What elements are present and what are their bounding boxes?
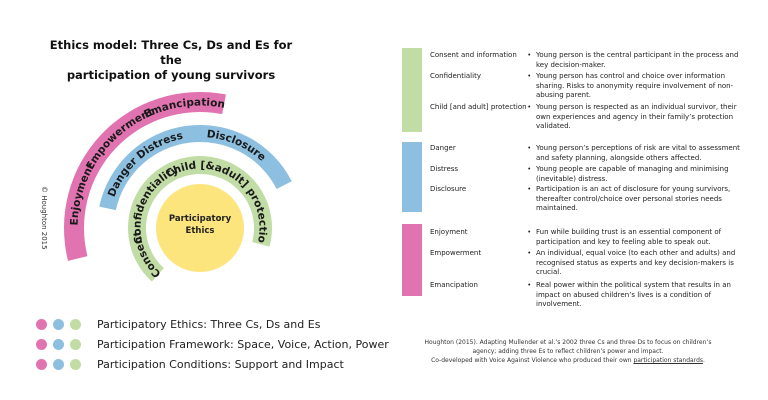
footnote-line-3-end: . xyxy=(703,357,705,364)
participatory-ethics-circle xyxy=(156,184,244,272)
distress-arc xyxy=(99,124,292,211)
pink-dot xyxy=(36,318,47,330)
desc-child-protection: Young person is respected as an individu… xyxy=(536,103,748,132)
legend-text-framework: Participation Framework: Space, Voice, A… xyxy=(97,337,389,351)
bullet: • xyxy=(528,52,531,59)
ethics-arc-diagram: EnjoymentEmpowermentEmancipationDangerDi… xyxy=(0,0,292,282)
desc-line: involvement. xyxy=(536,300,582,308)
empowerment-arc xyxy=(63,91,226,261)
green-band xyxy=(402,48,422,132)
footnote: Houghton (2015). Adapting Mullender et a… xyxy=(418,338,718,365)
desc-line: Fun while building trust is an essential… xyxy=(536,228,722,236)
pink-band xyxy=(402,224,422,296)
desc-danger: Young person’s perceptions of risk are v… xyxy=(536,144,748,163)
green-dot xyxy=(70,358,81,370)
bullet: • xyxy=(528,145,531,152)
term-child-protection: Child [and adult] protection xyxy=(430,103,527,111)
center-label-line-1: Participatory xyxy=(169,214,232,224)
legend-text-ethics: Participatory Ethics: Three Cs, Ds and E… xyxy=(97,317,321,331)
diagram-title: Ethics model: Three Cs, Ds and Es for th… xyxy=(40,38,302,83)
desc-line: sharing. Risks to anonymity require invo… xyxy=(536,81,734,90)
bullet: • xyxy=(528,250,531,257)
term-empowerment: Empowerment xyxy=(430,249,482,257)
term-enjoyment: Enjoyment xyxy=(430,228,468,236)
legend: Participatory Ethics: Three Cs, Ds and E… xyxy=(36,314,389,374)
footnote-line-3: Co-developed with Voice Against Violence… xyxy=(418,356,718,365)
desc-line: (inevitable) distress. xyxy=(536,174,608,183)
desc-empowerment: An individual, equal voice (to each othe… xyxy=(536,249,748,278)
blue-dot xyxy=(53,338,64,350)
desc-disclosure: Participation is an act of disclosure fo… xyxy=(536,185,748,214)
title-line-1: Ethics model: Three Cs, Ds and Es for th… xyxy=(49,38,293,67)
title-line-2: participation of young survivors xyxy=(66,68,276,82)
legend-row-framework: Participation Framework: Space, Voice, A… xyxy=(36,334,389,354)
legend-row-ethics: Participatory Ethics: Three Cs, Ds and E… xyxy=(36,314,389,334)
blue-band xyxy=(402,142,422,212)
desc-confidentiality: Young person has control and choice over… xyxy=(536,72,748,101)
bullet: • xyxy=(528,229,531,236)
bullet: • xyxy=(528,166,531,173)
desc-line: Young person’s perceptions of risk are v… xyxy=(536,144,740,152)
term-emancipation: Emancipation xyxy=(430,281,478,289)
term-disclosure: Disclosure xyxy=(430,185,467,193)
desc-line: An individual, equal voice (to each othe… xyxy=(536,249,736,257)
desc-distress: Young people are capable of managing and… xyxy=(536,165,748,184)
term-distress: Distress xyxy=(430,165,459,173)
footnote-line-1: Houghton (2015). Adapting Mullender et a… xyxy=(424,339,712,346)
copyright-label: © Houghton 2015 xyxy=(40,186,48,250)
desc-line: key decision-maker. xyxy=(536,60,606,69)
green-dot xyxy=(70,318,81,330)
desc-line: Participation is an act of disclosure fo… xyxy=(536,185,731,193)
footnote-line-3-text: Co-developed with Voice Against Violence… xyxy=(431,357,634,364)
term-danger: Danger xyxy=(430,144,456,152)
desc-line: Young people are capable of managing and… xyxy=(536,165,729,173)
bullet: • xyxy=(528,186,531,193)
desc-line: maintained. xyxy=(536,204,578,212)
bullet: • xyxy=(528,104,531,111)
desc-line: Young person is the central participant … xyxy=(536,51,739,59)
pink-dot xyxy=(36,358,47,370)
desc-line: participation and key to feeling able to… xyxy=(536,237,711,246)
blue-dot xyxy=(53,318,64,330)
desc-line: thereafter control/choice over personal … xyxy=(536,194,722,203)
bullet: • xyxy=(528,282,531,289)
desc-consent: Young person is the central participant … xyxy=(536,51,748,70)
footnote-line-2: agency; adding three Es to reflect child… xyxy=(472,348,664,355)
desc-line: abusing parent. xyxy=(536,91,592,99)
desc-line: Young person is respected as an individu… xyxy=(536,103,737,111)
confidentiality-arc xyxy=(128,156,272,282)
legend-text-conditions: Participation Conditions: Support and Im… xyxy=(97,357,344,371)
desc-line: and safety planning, alongside others af… xyxy=(536,153,702,162)
desc-line: recognised status as experts and key dec… xyxy=(536,258,734,267)
blue-dot xyxy=(53,358,64,370)
bullet: • xyxy=(528,73,531,80)
term-confidentiality: Confidentiality xyxy=(430,72,481,80)
center-label-line-2: Ethics xyxy=(186,226,215,236)
desc-line: Young person has control and choice over… xyxy=(536,72,725,80)
desc-line: own experiences and agency in their fami… xyxy=(536,112,734,121)
desc-line: crucial. xyxy=(536,268,562,276)
legend-row-conditions: Participation Conditions: Support and Im… xyxy=(36,354,389,374)
desc-line: validated. xyxy=(536,122,571,130)
desc-line: impact on abused children’s lives is a c… xyxy=(536,290,712,299)
participation-standards-link[interactable]: participation standards xyxy=(633,357,703,364)
desc-line: Real power within the political system t… xyxy=(536,281,731,289)
term-consent: Consent and information xyxy=(430,51,517,59)
desc-emancipation: Real power within the political system t… xyxy=(536,281,748,310)
green-dot xyxy=(70,338,81,350)
desc-enjoyment: Fun while building trust is an essential… xyxy=(536,228,748,247)
pink-dot xyxy=(36,338,47,350)
